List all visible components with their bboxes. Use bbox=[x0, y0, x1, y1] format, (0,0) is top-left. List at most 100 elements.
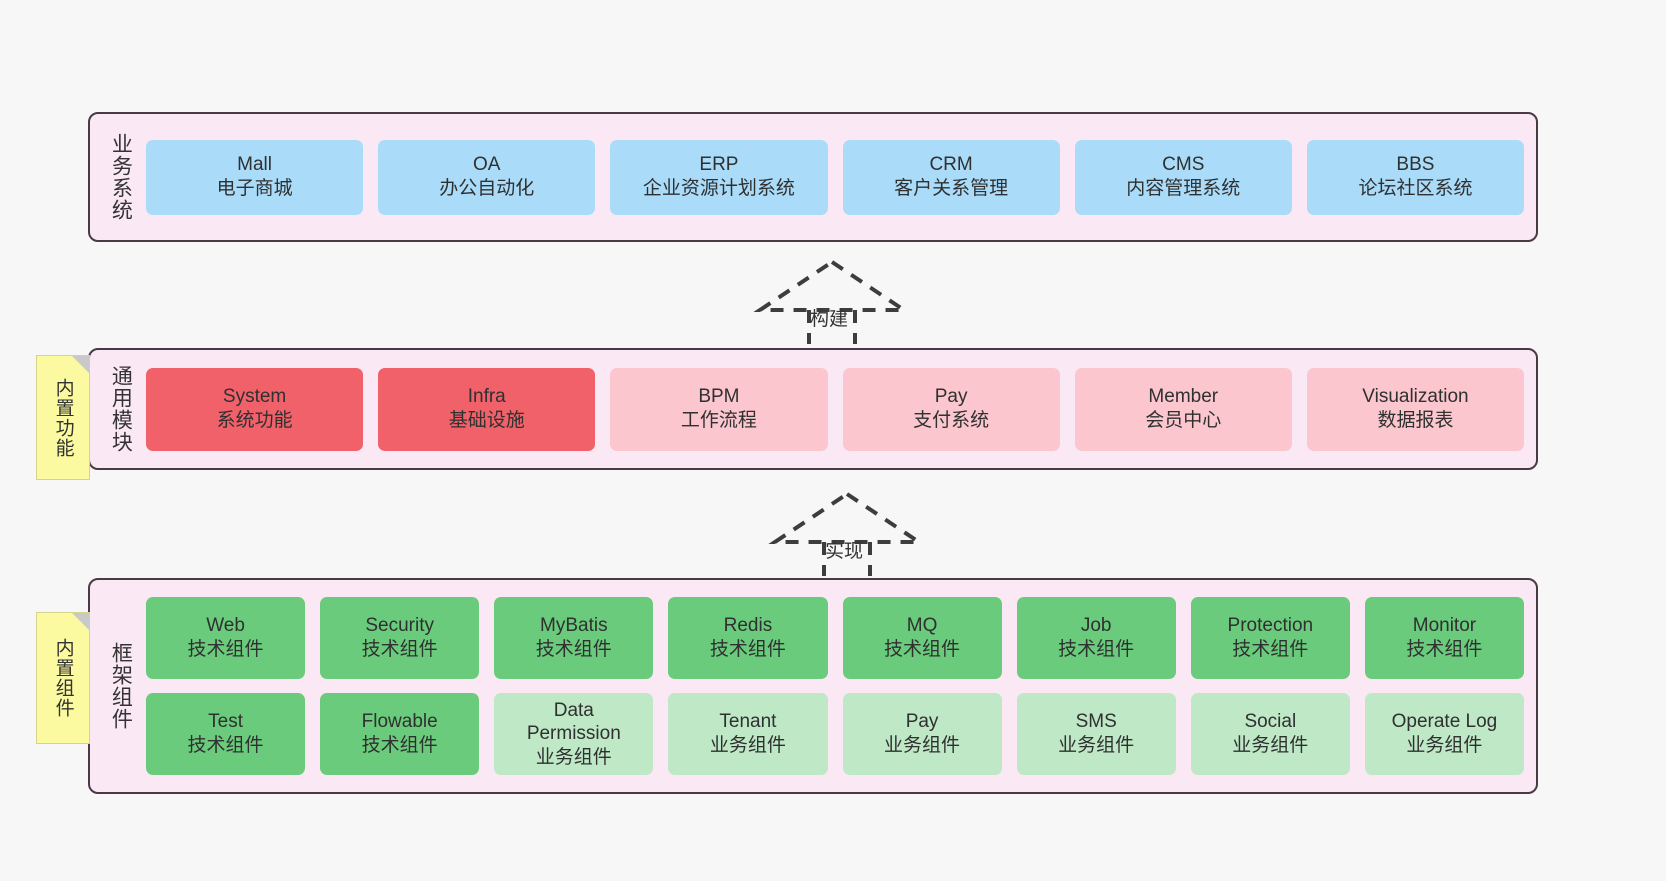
card-subtitle: 业务组件 bbox=[535, 746, 612, 768]
card-title-cont: Permission bbox=[526, 723, 621, 745]
card-job[interactable]: Job 技术组件 bbox=[1016, 597, 1176, 679]
card-title: BBS bbox=[1396, 154, 1435, 176]
card-title: OA bbox=[473, 154, 501, 176]
card-subtitle: 工作流程 bbox=[680, 410, 757, 431]
card-title: Job bbox=[1080, 615, 1112, 637]
card-subtitle: 电子商城 bbox=[216, 178, 293, 199]
card-title: Mall bbox=[237, 154, 272, 176]
layer-common-modules: 通用模块 System 系统功能 Infra 基础设施 BPM 工作流程 Pay… bbox=[88, 348, 1538, 470]
card-redis[interactable]: Redis 技术组件 bbox=[668, 597, 828, 679]
card-subtitle: 技术组件 bbox=[1406, 639, 1483, 660]
card-subtitle: 会员中心 bbox=[1145, 410, 1222, 431]
card-title: Social bbox=[1244, 711, 1297, 733]
card-title: MQ bbox=[906, 615, 938, 637]
card-subtitle: 技术组件 bbox=[187, 735, 264, 756]
card-visualization[interactable]: Visualization 数据报表 bbox=[1306, 367, 1525, 451]
card-title: Web bbox=[206, 615, 245, 637]
card-monitor[interactable]: Monitor 技术组件 bbox=[1364, 597, 1524, 679]
card-operate-log[interactable]: Operate Log 业务组件 bbox=[1364, 693, 1524, 775]
card-title: System bbox=[222, 386, 287, 408]
card-title: Pay bbox=[934, 386, 968, 408]
card-erp[interactable]: ERP 企业资源计划系统 bbox=[610, 139, 828, 215]
card-subtitle: 技术组件 bbox=[187, 639, 264, 660]
card-subtitle: 企业资源计划系统 bbox=[642, 178, 795, 199]
card-subtitle: 业务组件 bbox=[884, 735, 961, 756]
card-title: ERP bbox=[699, 154, 739, 176]
card-test[interactable]: Test 技术组件 bbox=[146, 693, 306, 775]
card-subtitle: 技术组件 bbox=[361, 639, 438, 660]
card-system[interactable]: System 系统功能 bbox=[146, 367, 364, 451]
card-title: Security bbox=[365, 615, 434, 637]
connector-build-label: 构建 bbox=[810, 309, 849, 330]
layer-body-common-modules: System 系统功能 Infra 基础设施 BPM 工作流程 Pay 支付系统… bbox=[142, 350, 1536, 468]
card-subtitle: 技术组件 bbox=[361, 735, 438, 756]
card-bbs[interactable]: BBS 论坛社区系统 bbox=[1306, 139, 1525, 215]
card-pay[interactable]: Pay 支付系统 bbox=[842, 367, 1060, 451]
card-title: Pay bbox=[905, 711, 939, 733]
card-row: Mall 电子商城 OA 办公自动化 ERP 企业资源计划系统 CRM 客户关系… bbox=[146, 139, 1525, 215]
card-security[interactable]: Security 技术组件 bbox=[320, 597, 480, 679]
card-mq[interactable]: MQ 技术组件 bbox=[842, 597, 1002, 679]
card-title: Tenant bbox=[719, 711, 777, 733]
card-sms[interactable]: SMS 业务组件 bbox=[1016, 693, 1176, 775]
card-subtitle: 办公自动化 bbox=[439, 178, 535, 199]
card-subtitle: 系统功能 bbox=[216, 410, 293, 431]
card-subtitle: 基础设施 bbox=[448, 410, 525, 431]
card-subtitle: 技术组件 bbox=[709, 639, 786, 660]
card-social[interactable]: Social 业务组件 bbox=[1190, 693, 1350, 775]
card-member[interactable]: Member 会员中心 bbox=[1074, 367, 1292, 451]
layer-label-framework-components: 框架组件 bbox=[109, 642, 133, 730]
card-title: Member bbox=[1148, 386, 1219, 408]
card-subtitle: 技术组件 bbox=[1058, 639, 1135, 660]
card-title: Monitor bbox=[1412, 615, 1477, 637]
card-title: Flowable bbox=[361, 711, 438, 733]
card-tenant[interactable]: Tenant 业务组件 bbox=[668, 693, 828, 775]
card-subtitle: 支付系统 bbox=[913, 410, 990, 431]
connector-implement-label: 实现 bbox=[825, 541, 864, 562]
card-mybatis[interactable]: MyBatis 技术组件 bbox=[494, 597, 654, 679]
card-title: Infra bbox=[467, 386, 506, 408]
card-data-permission[interactable]: Data Permission 业务组件 bbox=[494, 693, 654, 775]
card-subtitle: 数据报表 bbox=[1377, 410, 1454, 431]
card-subtitle: 技术组件 bbox=[535, 639, 612, 660]
card-subtitle: 内容管理系统 bbox=[1126, 178, 1241, 199]
card-crm[interactable]: CRM 客户关系管理 bbox=[842, 139, 1060, 215]
card-infra[interactable]: Infra 基础设施 bbox=[378, 367, 596, 451]
layer-label-common-modules: 通用模块 bbox=[109, 365, 133, 453]
card-protection[interactable]: Protection 技术组件 bbox=[1190, 597, 1350, 679]
card-title: BPM bbox=[698, 386, 740, 408]
card-subtitle: 论坛社区系统 bbox=[1358, 178, 1473, 199]
card-row: Web 技术组件 Security 技术组件 MyBatis 技术组件 Redi… bbox=[146, 597, 1524, 679]
note-tab-label: 内置组件 bbox=[52, 638, 74, 718]
layer-business-systems: 业务系统 Mall 电子商城 OA 办公自动化 ERP 企业资源计划系统 CRM… bbox=[88, 112, 1538, 242]
card-subtitle: 业务组件 bbox=[1232, 735, 1309, 756]
card-title: Data bbox=[553, 699, 594, 721]
card-flowable[interactable]: Flowable 技术组件 bbox=[320, 693, 480, 775]
card-title: Operate Log bbox=[1391, 711, 1498, 733]
card-subtitle: 业务组件 bbox=[1406, 735, 1483, 756]
card-pay-component[interactable]: Pay 业务组件 bbox=[842, 693, 1002, 775]
card-title: SMS bbox=[1075, 711, 1117, 733]
note-tab-builtin-components: 内置组件 bbox=[36, 612, 90, 744]
layer-body-business-systems: Mall 电子商城 OA 办公自动化 ERP 企业资源计划系统 CRM 客户关系… bbox=[142, 114, 1536, 240]
card-oa[interactable]: OA 办公自动化 bbox=[378, 139, 596, 215]
card-title: Visualization bbox=[1362, 386, 1469, 408]
card-title: MyBatis bbox=[540, 615, 608, 637]
card-title: CMS bbox=[1162, 154, 1205, 176]
connector-implement: 实现 bbox=[767, 490, 927, 576]
card-cms[interactable]: CMS 内容管理系统 bbox=[1074, 139, 1292, 215]
connector-build: 构建 bbox=[752, 258, 912, 344]
layer-framework-components: 框架组件 Web 技术组件 Security 技术组件 MyBatis 技术组件… bbox=[88, 578, 1538, 794]
folded-corner-icon bbox=[72, 356, 89, 373]
card-subtitle: 业务组件 bbox=[709, 735, 786, 756]
card-title: Test bbox=[208, 711, 243, 733]
layer-body-framework-components: Web 技术组件 Security 技术组件 MyBatis 技术组件 Redi… bbox=[142, 580, 1536, 792]
note-tab-label: 内置功能 bbox=[52, 377, 74, 458]
card-web[interactable]: Web 技术组件 bbox=[146, 597, 306, 679]
card-subtitle: 客户关系管理 bbox=[894, 178, 1009, 199]
card-title: Protection bbox=[1227, 615, 1314, 637]
card-mall[interactable]: Mall 电子商城 bbox=[146, 139, 364, 215]
card-bpm[interactable]: BPM 工作流程 bbox=[610, 367, 828, 451]
card-subtitle: 业务组件 bbox=[1058, 735, 1135, 756]
